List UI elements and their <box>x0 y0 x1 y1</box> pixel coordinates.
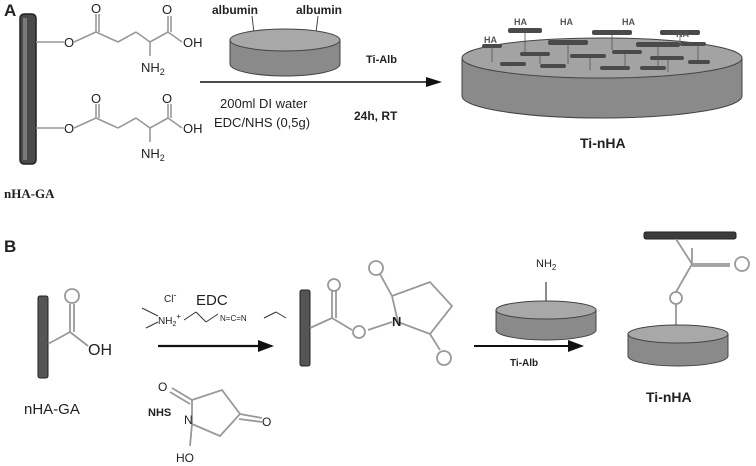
panel-b: B OH nHA-GA EDC Cl- NH2+ N=C=N <box>4 231 750 465</box>
reaction-arrow-a <box>200 77 442 87</box>
final-product <box>627 231 750 367</box>
nha-ga-label-a: nHA-GA <box>4 186 55 201</box>
carboxyl-b <box>47 304 89 347</box>
ha-rods <box>482 28 710 70</box>
panel-a: A O O O OH NH2 <box>4 1 743 201</box>
nanorod-b <box>37 295 49 379</box>
ti-alb-disk-b <box>495 282 597 341</box>
svg-text:HA: HA <box>484 35 497 45</box>
atom-oh-acid: OH <box>183 35 203 50</box>
atom-o-ester-lower: O <box>64 121 74 136</box>
ha-tags: HA HA HA HA HA <box>484 17 689 45</box>
svg-text:HA: HA <box>676 29 689 39</box>
albumin-disk <box>229 15 341 77</box>
svg-text:HA: HA <box>560 17 573 27</box>
panel-b-label: B <box>4 237 16 256</box>
nanorod-a <box>19 13 37 165</box>
nha-ga-label-b: nHA-GA <box>24 401 80 418</box>
atom-nh2-upper: NH2 <box>141 60 165 77</box>
atom-o-ester: O <box>64 35 74 50</box>
ti-nha-label-a: Ti-nHA <box>580 135 626 151</box>
nhs-o-top: O <box>158 380 167 394</box>
nhs-n: N <box>184 413 193 427</box>
glutamic-acid-upper <box>36 14 183 56</box>
atom-o-acid: O <box>162 2 172 17</box>
nhs-oh: HO <box>176 451 194 465</box>
atom-o-carbonyl-lower: O <box>91 91 101 106</box>
edc-cl: Cl- <box>164 290 176 305</box>
condition-water: 200ml DI water <box>220 96 308 111</box>
ti-nha-label-b: Ti-nHA <box>646 389 692 405</box>
ester-o-link <box>352 325 366 339</box>
glutamic-acid-lower <box>36 104 183 142</box>
svg-text:HA: HA <box>514 17 527 27</box>
carboxyl-o-b <box>64 288 80 304</box>
atom-o-acid-lower: O <box>162 91 172 106</box>
edc-structure <box>141 307 287 329</box>
atom-nh2-lower: NH2 <box>141 146 165 163</box>
nh2-label-b: NH2 <box>536 258 557 272</box>
ha-rod-links <box>491 33 699 72</box>
albumin-label-left: albumin <box>212 3 258 17</box>
ti-disk-product <box>461 37 743 119</box>
edc-nh: NH2+ <box>158 312 181 328</box>
atom-oh-acid-lower: OH <box>183 121 203 136</box>
ti-alb-label-a: Ti-Alb <box>366 54 397 66</box>
nanorod-b-intermediate <box>299 289 311 367</box>
atom-o-carbonyl: O <box>91 1 101 16</box>
condition-time: 24h, RT <box>354 109 398 123</box>
panel-a-label: A <box>4 1 16 20</box>
nhs-ester <box>309 273 454 351</box>
atom-oh-b: OH <box>88 342 112 359</box>
nhs-o-right: O <box>262 415 271 429</box>
svg-text:HA: HA <box>622 17 635 27</box>
reaction-arrow-b2 <box>474 340 584 352</box>
ester-n: N <box>392 314 401 329</box>
ester-o-top <box>368 260 384 276</box>
nhs-structure <box>169 387 263 447</box>
edc-label: EDC <box>196 292 228 309</box>
albumin-label-right: albumin <box>296 3 342 17</box>
condition-edc-nhs: EDC/NHS (0,5g) <box>214 115 310 130</box>
nhs-label: NHS <box>148 407 171 419</box>
ester-o-carbonyl <box>327 278 341 292</box>
ti-alb-label-b: Ti-Alb <box>510 358 538 369</box>
edc-carbodiimide: N=C=N <box>220 314 247 323</box>
ester-o-bottom <box>436 350 452 366</box>
reaction-arrow-b1 <box>158 340 274 352</box>
